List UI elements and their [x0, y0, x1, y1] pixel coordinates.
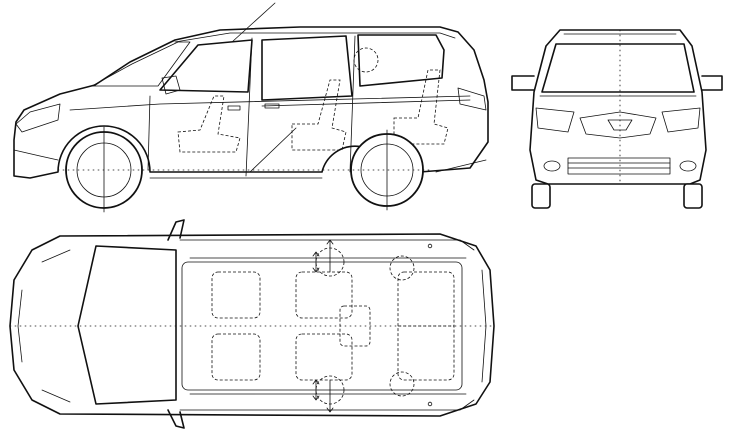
- door-handle-front: [227, 105, 241, 111]
- belt-line: [69, 95, 471, 111]
- front-view: [511, 29, 723, 209]
- lower-intake: [567, 157, 671, 175]
- front-door-window: [159, 39, 253, 93]
- headlight-side: [15, 103, 61, 133]
- roof-line: [174, 32, 456, 43]
- front-bumper: [13, 149, 59, 161]
- front-body-outline: [529, 29, 707, 185]
- slide-arrow-top: [312, 251, 320, 273]
- top-side-upper: [179, 239, 475, 251]
- rear-seat-ghost: [393, 69, 449, 145]
- side-mirror: [161, 75, 181, 95]
- slide-arrow-bottom: [312, 379, 320, 401]
- top-seat-middle-right: [295, 333, 353, 381]
- front-tyre-right: [683, 183, 703, 209]
- windshield: [91, 41, 191, 87]
- top-seat-middle-left: [295, 271, 353, 319]
- top-seat-front-left: [211, 271, 261, 319]
- sliding-door-rail: [261, 99, 471, 107]
- fog-lamp-right: [679, 160, 697, 172]
- leader-line-top: [231, 2, 276, 43]
- top-hood-line: [41, 249, 71, 403]
- door-handle-slide: [264, 103, 280, 109]
- front-seat-ghost: [177, 95, 241, 153]
- rear-marker-top: [427, 243, 433, 249]
- rear-headrest-ghost: [353, 47, 379, 73]
- roof-panel: [181, 261, 463, 391]
- top-mirror-lower: [167, 409, 185, 429]
- sliding-door-window: [261, 35, 353, 101]
- rear-marker-bottom: [427, 401, 433, 407]
- fog-lamp-left: [543, 160, 561, 172]
- sliding-door-rear-line: [349, 35, 356, 173]
- front-door-line: [147, 95, 151, 171]
- headrest-rear-top: [389, 255, 415, 281]
- top-view: [9, 219, 495, 429]
- top-mirror-upper: [167, 219, 185, 241]
- front-windshield: [541, 43, 695, 93]
- top-windshield: [77, 245, 177, 405]
- rear-quarter-window: [357, 34, 445, 87]
- top-side-lower: [179, 399, 475, 411]
- tail-light: [457, 87, 487, 111]
- headlight-right: [661, 107, 701, 133]
- sliding-door-front-line: [245, 37, 253, 177]
- front-mirror-left: [511, 75, 535, 91]
- headlight-left: [535, 107, 575, 133]
- side-body-outline: [13, 26, 489, 179]
- leader-line-door: [249, 127, 297, 173]
- slide-arrow-bottom-2: [326, 379, 334, 413]
- middle-seat-ghost: [291, 79, 347, 151]
- top-body-outline: [9, 233, 495, 417]
- rear-bumper: [435, 159, 487, 173]
- front-mirror-right: [701, 75, 723, 91]
- side-view: [13, 2, 489, 213]
- front-tyre-left: [531, 183, 551, 209]
- upper-grille: [579, 111, 657, 139]
- top-front-bumper: [17, 289, 23, 363]
- grille-badge: [607, 119, 633, 131]
- headrest-rear-bottom: [389, 371, 415, 397]
- top-seat-front-right: [211, 333, 261, 381]
- slide-arrow-top-2: [326, 239, 334, 273]
